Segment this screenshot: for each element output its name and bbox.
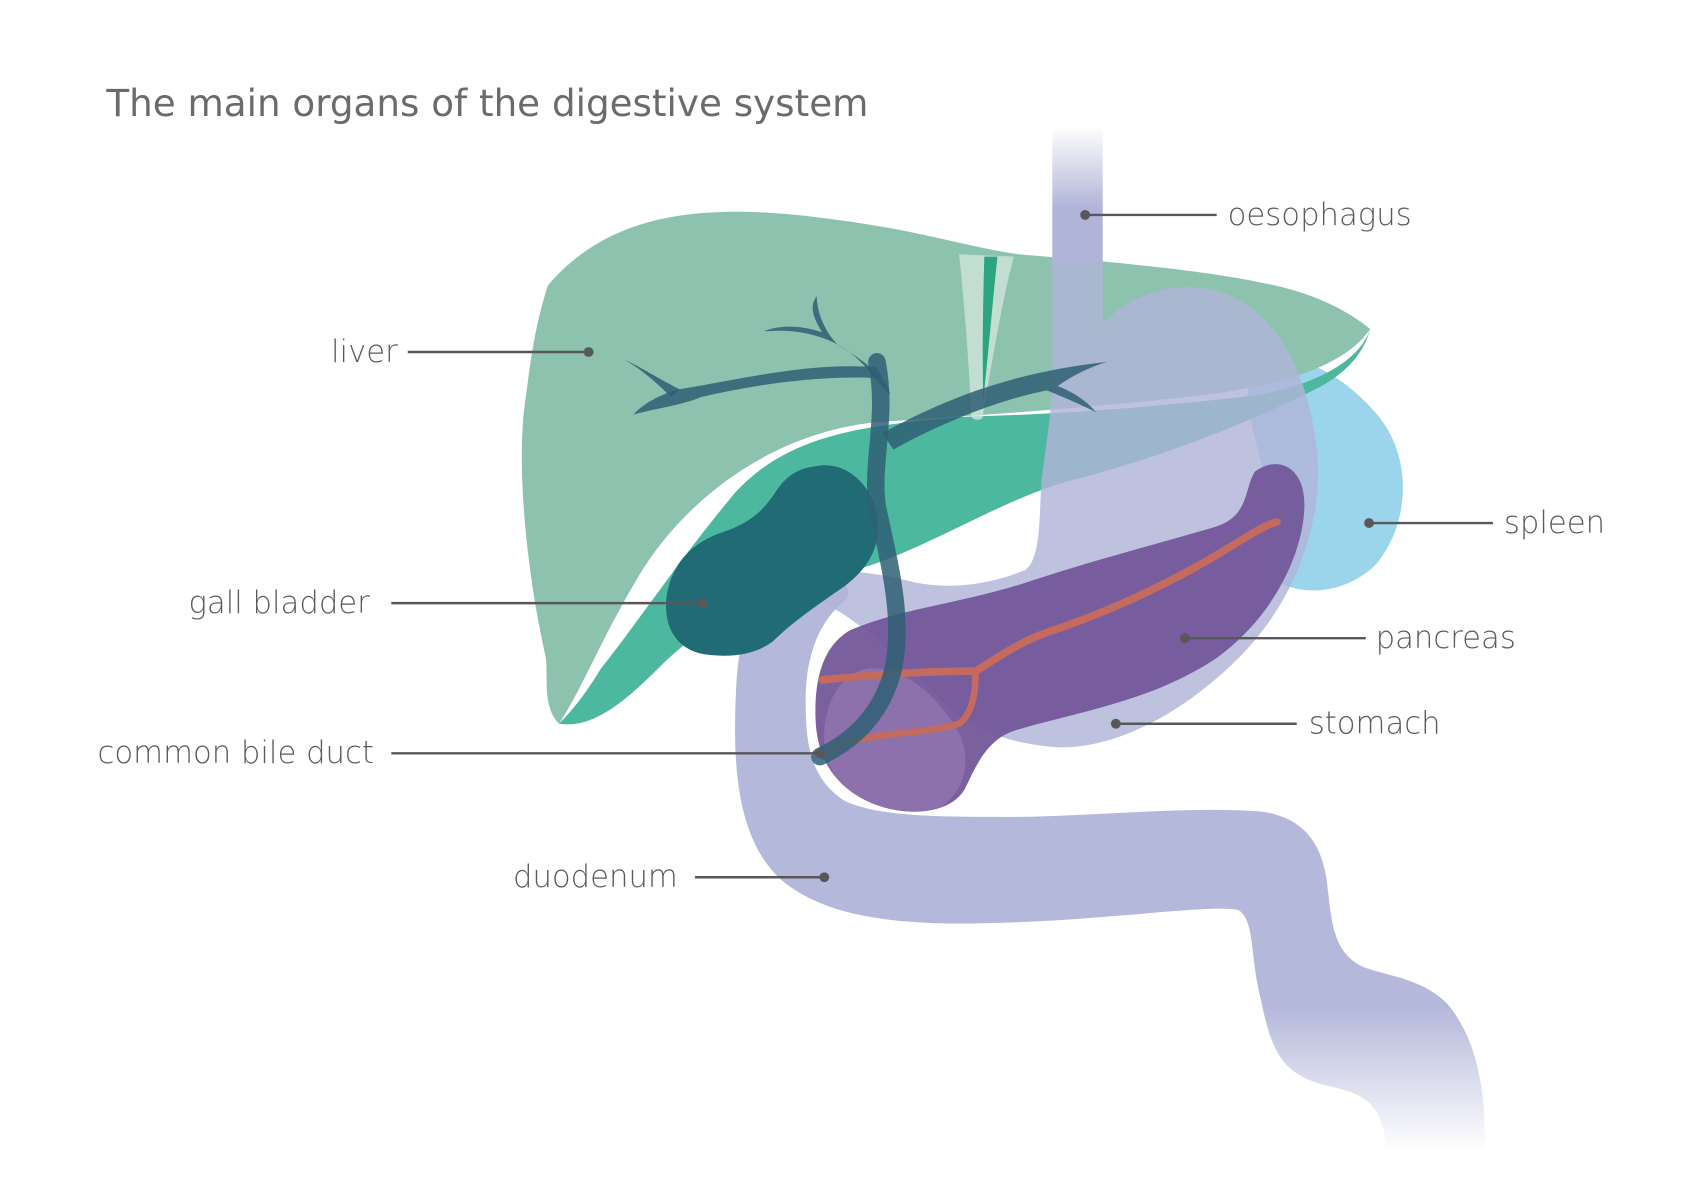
label-gall-bladder: gall bladder [189,586,708,621]
label-liver: liver [331,335,594,370]
label-spleen: spleen [1364,506,1605,541]
common-bile-duct [811,353,906,766]
label-duodenum: duodenum [513,860,830,895]
pancreas-head [824,668,966,812]
label-common-bile-duct: common bile duct [98,736,825,771]
oesophagus-shape [1052,126,1103,264]
svg-text:liver: liver [331,335,398,370]
svg-text:duodenum: duodenum [513,860,678,895]
svg-text:oesophagus: oesophagus [1228,198,1412,233]
hepatic-duct-left-fork [624,359,680,397]
pancreatic-duct [818,518,1281,684]
ligament-line [982,256,998,401]
diagram-title: The main organs of the digestive system [105,81,868,125]
svg-text:common bile duct: common bile duct [98,736,374,771]
label-stomach: stomach [1110,707,1441,742]
gall-bladder-shape [666,465,878,656]
svg-text:gall bladder: gall bladder [189,586,371,621]
svg-text:spleen: spleen [1504,506,1605,541]
label-pancreas: pancreas [1179,621,1516,656]
hepatic-duct-left [633,366,883,415]
label-oesophagus: oesophagus [1080,198,1412,233]
duodenum-shape [735,570,1486,1152]
hepatic-duct-right [882,361,1108,450]
svg-text:pancreas: pancreas [1376,621,1516,656]
svg-text:stomach: stomach [1309,707,1441,742]
